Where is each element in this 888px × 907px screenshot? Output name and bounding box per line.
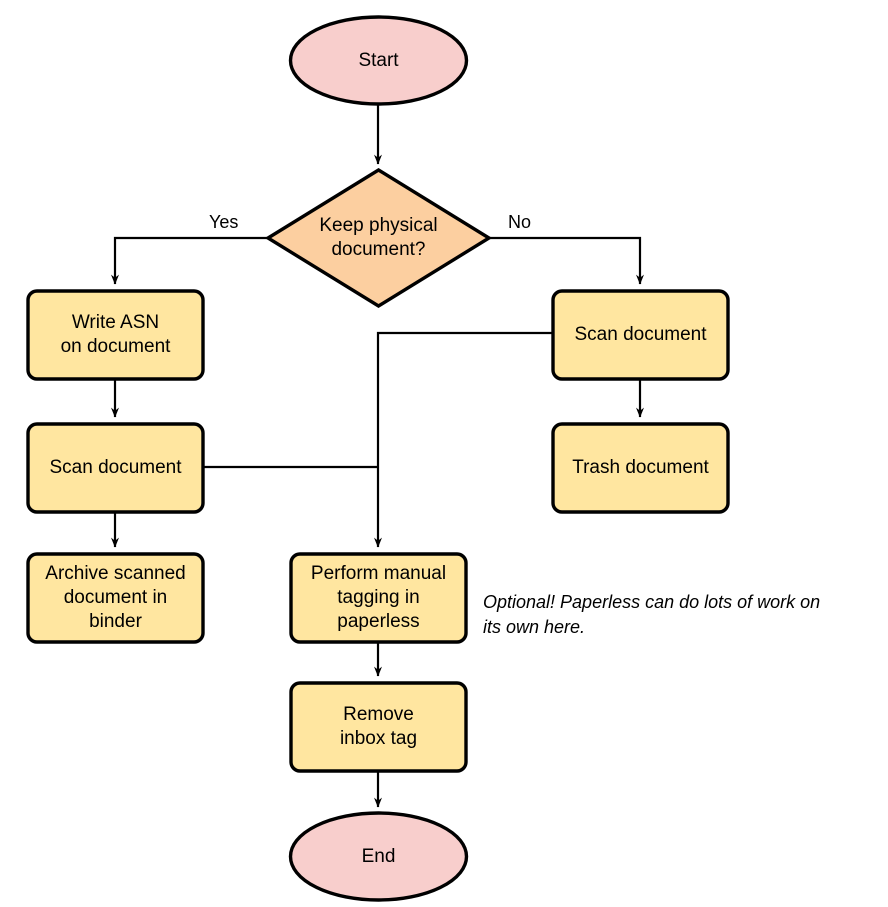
node-trash-shape[interactable] bbox=[551, 422, 730, 514]
edge-label-no: No bbox=[508, 212, 532, 232]
node-write-asn-shape[interactable] bbox=[26, 289, 205, 381]
node-scan-left-shape[interactable] bbox=[26, 422, 205, 514]
node-remove-inbox-shape[interactable] bbox=[289, 681, 468, 773]
node-end-shape[interactable] bbox=[288, 811, 469, 902]
node-scan-right-shape[interactable] bbox=[551, 289, 730, 381]
edge-scan-right-to-manual-tagging bbox=[374, 331, 552, 548]
edge-label-yes: Yes bbox=[209, 212, 239, 232]
edge-decision-no-to-scan-right bbox=[489, 236, 644, 285]
annotation-optional-note: Optional! Paperless can do lots of work … bbox=[483, 592, 821, 637]
node-decision-shape[interactable] bbox=[264, 168, 493, 308]
edge-decision-yes-to-write-asn bbox=[111, 236, 268, 285]
node-archive-shape[interactable] bbox=[26, 552, 205, 644]
node-start-shape[interactable] bbox=[288, 15, 469, 106]
node-manual-tagging-shape[interactable] bbox=[289, 552, 468, 644]
